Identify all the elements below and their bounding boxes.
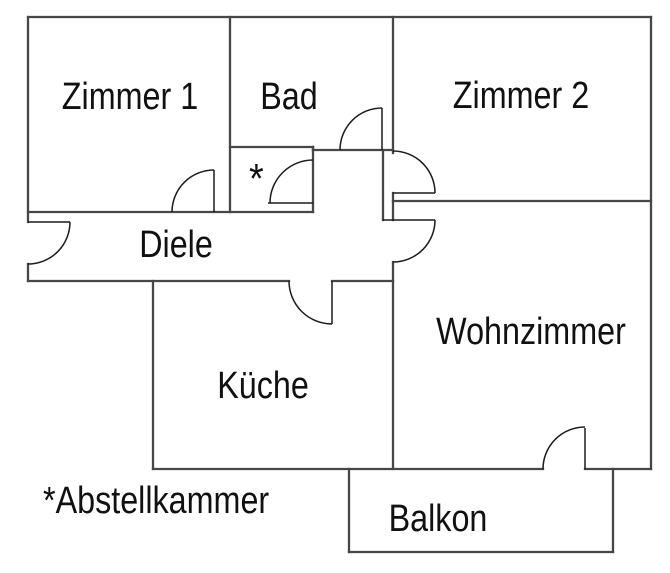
closet-asterisk-marker: * xyxy=(249,155,264,202)
room-label-zimmer2: Zimmer 2 xyxy=(452,75,590,117)
walls xyxy=(26,15,653,554)
doors xyxy=(27,107,586,470)
room-label-balkon: Balkon xyxy=(388,498,488,540)
abstellkammer-door-arc xyxy=(269,159,314,204)
room-label-wohnzimmer: Wohnzimmer xyxy=(436,311,626,353)
wohnzimmer-door-arc xyxy=(392,219,436,263)
footnote-abstellkammer: *Abstellkammer xyxy=(43,480,270,522)
entrance-door-arc xyxy=(27,221,71,265)
room-label-diele: Diele xyxy=(139,224,213,266)
room-label-kueche: Küche xyxy=(217,365,309,407)
room-label-zimmer1: Zimmer 1 xyxy=(61,76,199,118)
kueche-door-arc xyxy=(288,280,333,325)
zimmer1-door-arc xyxy=(171,169,215,213)
balkon-door-arc xyxy=(542,426,586,470)
room-label-bad: Bad xyxy=(260,76,318,118)
zimmer2-door-arc xyxy=(392,150,436,194)
bad-door-arc xyxy=(339,107,383,151)
